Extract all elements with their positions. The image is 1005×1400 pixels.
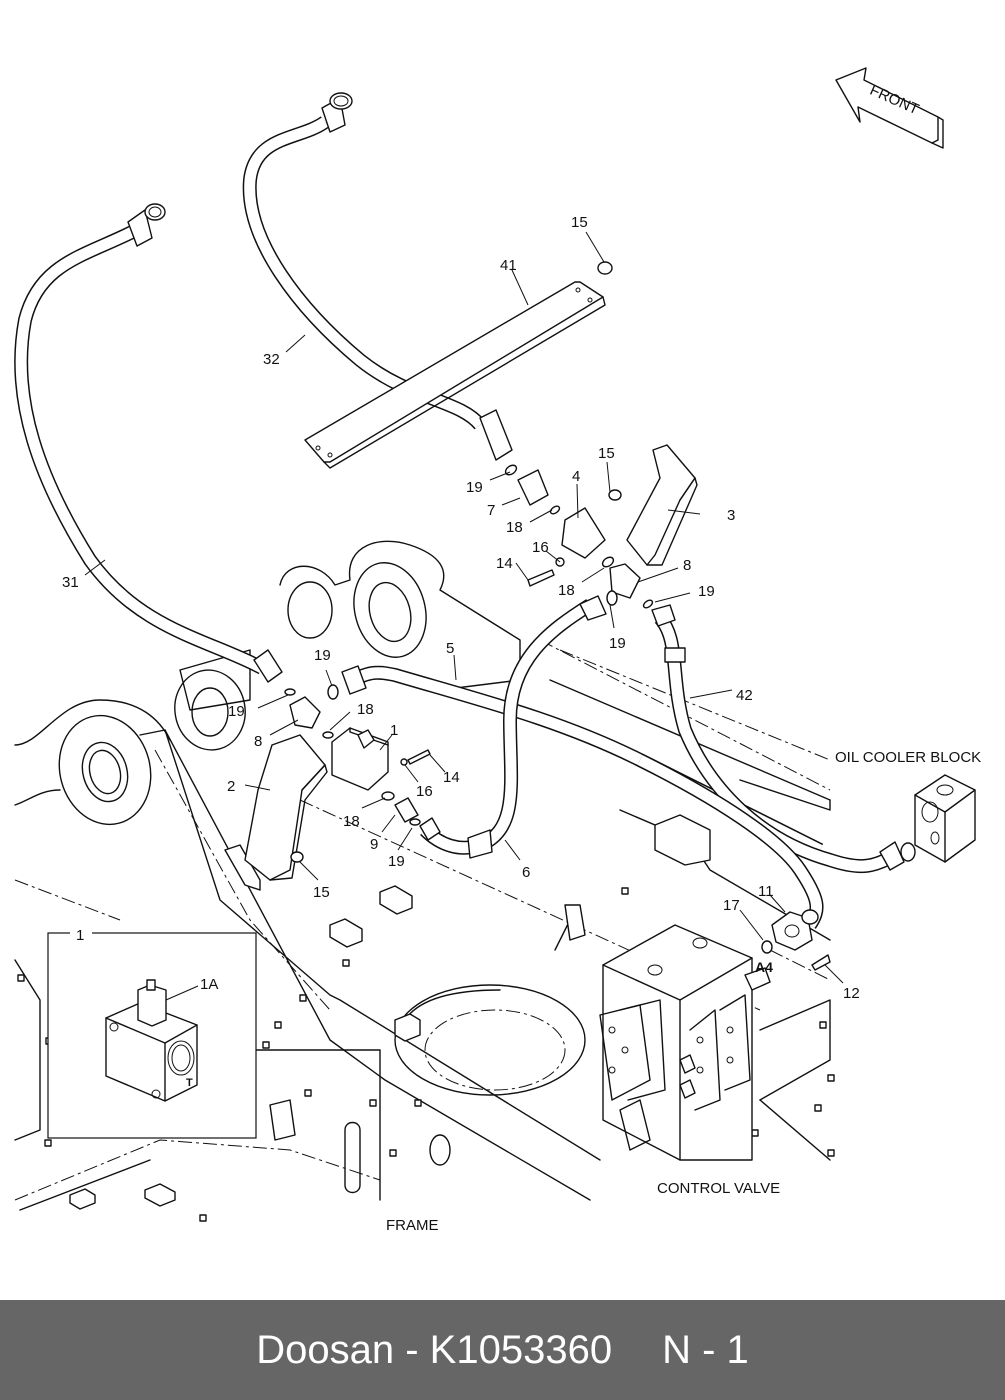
detail-inset: 1 1A T <box>47 926 257 1139</box>
footer-separator: - <box>405 1327 419 1372</box>
bracket-3 <box>626 444 698 566</box>
fittings-lower-left <box>284 684 431 863</box>
callout-6: 6 <box>522 864 530 881</box>
callout-14: 14 <box>443 769 460 786</box>
callout-17: 17 <box>723 897 740 914</box>
port-a4-label: A4 <box>755 959 773 975</box>
callout-16: 16 <box>416 783 433 800</box>
plate-41 <box>304 281 606 469</box>
callout-31: 31 <box>62 574 79 591</box>
hose-42 <box>651 604 916 874</box>
callout-19: 19 <box>228 703 245 720</box>
callout-15: 15 <box>313 884 330 901</box>
callout-15: 15 <box>598 445 615 462</box>
leader-lines <box>84 231 844 984</box>
valve-block-1 <box>331 727 389 791</box>
callout-16: 16 <box>532 539 549 556</box>
inset-title: 1 <box>76 927 84 944</box>
callout-19: 19 <box>388 853 405 870</box>
control-valve <box>599 924 771 1161</box>
callout-8: 8 <box>254 733 262 750</box>
callout-5: 5 <box>446 640 454 657</box>
callout-19: 19 <box>466 479 483 496</box>
frame-structure <box>14 540 835 1222</box>
hose-31 <box>14 203 283 683</box>
callout-41: 41 <box>500 257 517 274</box>
frame-pads <box>17 814 835 1222</box>
footer-part-number: K1053360 <box>429 1327 613 1372</box>
hose-to-control-valve <box>636 753 824 929</box>
callout-19: 19 <box>314 647 331 664</box>
callout-numbers: 15 41 32 31 19 7 4 15 3 18 16 14 18 8 19… <box>62 214 860 1002</box>
callout-19: 19 <box>698 583 715 600</box>
callout-9: 9 <box>370 836 378 853</box>
callout-15: 15 <box>571 214 588 231</box>
inset-port-mark: T <box>186 1077 193 1089</box>
footer-brand: Doosan <box>256 1327 395 1372</box>
footer-spacer <box>394 1328 405 1373</box>
callout-12: 12 <box>843 985 860 1002</box>
callout-14: 14 <box>496 555 513 572</box>
callout-19: 19 <box>609 635 626 652</box>
oil-cooler-block <box>914 774 976 863</box>
callout-11: 11 <box>758 883 774 900</box>
callout-32: 32 <box>263 351 280 368</box>
callout-7: 7 <box>487 502 495 519</box>
callout-3: 3 <box>727 507 735 524</box>
frame-label: FRAME <box>386 1217 439 1234</box>
callout-8: 8 <box>683 557 691 574</box>
callout-2: 2 <box>227 778 235 795</box>
footer-bar: Doosan - K1053360 N - 1 <box>0 1300 1005 1400</box>
callout-4: 4 <box>572 468 580 485</box>
oil-cooler-block-label: OIL COOLER BLOCK <box>835 749 981 766</box>
fittings-upper <box>504 261 654 609</box>
footer-spacer <box>419 1328 430 1373</box>
control-valve-label: CONTROL VALVE <box>657 1180 780 1197</box>
callout-1: 1 <box>390 722 398 739</box>
flange-11 <box>761 909 831 971</box>
callout-18: 18 <box>343 813 360 830</box>
front-direction-arrow: FRONT <box>835 67 944 149</box>
parts-diagram: FRONT <box>14 67 981 1234</box>
bracket-2 <box>244 734 328 881</box>
callout-18: 18 <box>357 701 374 718</box>
callout-42: 42 <box>736 687 753 704</box>
footer-page-ref: N - 1 <box>662 1327 749 1372</box>
inset-callout-1a: 1A <box>200 976 218 993</box>
callout-18: 18 <box>558 582 575 599</box>
callout-18: 18 <box>506 519 523 536</box>
hose-6 <box>419 595 607 859</box>
